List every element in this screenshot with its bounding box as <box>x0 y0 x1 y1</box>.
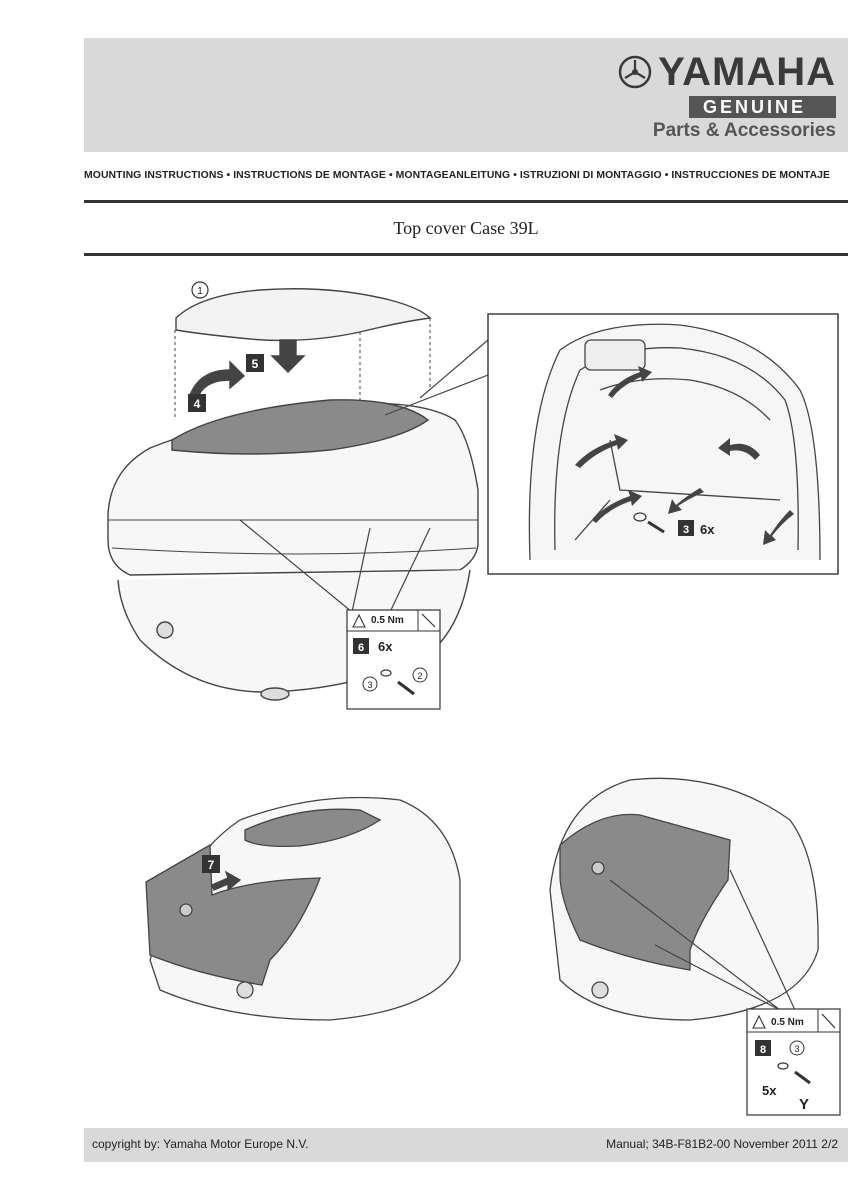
callout-2-fig1: 2 <box>417 671 422 681</box>
footer-band: copyright by: Yamaha Motor Europe N.V. M… <box>84 1128 848 1162</box>
document-title: Top cover Case 39L <box>393 218 539 238</box>
callout-1: 1 <box>197 286 203 297</box>
screw-type-y: Y <box>799 1096 809 1113</box>
screw-icon <box>397 680 415 696</box>
header-band: YAMAHA GENUINE Parts & Accessories <box>84 38 848 152</box>
callout-3-fig1: 3 <box>367 680 372 690</box>
language-line: MOUNTING INSTRUCTIONS • INSTRUCTIONS DE … <box>84 170 831 181</box>
washer-icon-detail <box>633 512 647 522</box>
figure-front-cover-screws <box>549 777 819 1021</box>
step-badge-5 <box>246 354 264 372</box>
torque-value-6: 0.5 Nm <box>371 615 404 626</box>
screwdriver-icon-8 <box>821 1013 836 1029</box>
step-badge-7 <box>202 855 220 873</box>
washer-icon-8 <box>777 1062 789 1070</box>
figure-front-cover <box>145 796 461 1021</box>
washer-icon <box>380 669 392 677</box>
callout-3-fig4: 3 <box>794 1044 799 1054</box>
yamaha-logo: YAMAHA GENUINE Parts & Accessories <box>618 52 836 142</box>
step-3-label: 3 <box>683 524 689 536</box>
figure-lid-detail <box>487 313 839 575</box>
copyright-text: copyright by: Yamaha Motor Europe N.V. <box>92 1137 309 1151</box>
screwdriver-icon <box>421 613 436 628</box>
warning-icon-8 <box>752 1014 766 1029</box>
quantity-5x: 5x <box>762 1083 777 1098</box>
step-7-label: 7 <box>208 858 215 872</box>
step-badge-4 <box>188 394 206 412</box>
rule-top <box>84 200 848 203</box>
rule-bottom <box>84 253 848 256</box>
tuning-fork-emblem-icon <box>618 55 652 89</box>
step-8-label: 8 <box>760 1044 766 1056</box>
quantity-6x: 6x <box>378 639 393 654</box>
torque-value-8: 0.5 Nm <box>771 1017 804 1028</box>
callout-box-step-6 <box>346 609 441 710</box>
callout-box-step-8 <box>746 1008 841 1116</box>
genuine-badge: GENUINE <box>688 96 836 118</box>
brand-name: YAMAHA <box>658 50 836 94</box>
manual-reference: Manual; 34B-F81B2-00 November 2011 2/2 <box>606 1137 838 1151</box>
parts-accessories-label: Parts & Accessories <box>652 120 836 141</box>
step-5-label: 5 <box>252 357 259 371</box>
step-4-label: 4 <box>194 397 201 411</box>
callout-circle-1 <box>191 281 209 299</box>
screw-icon-8 <box>794 1070 811 1085</box>
warning-icon <box>352 613 366 628</box>
screw-icon-detail <box>647 520 665 534</box>
quantity-6x-detail: 6x <box>700 522 715 537</box>
step-6-label: 6 <box>358 642 364 654</box>
